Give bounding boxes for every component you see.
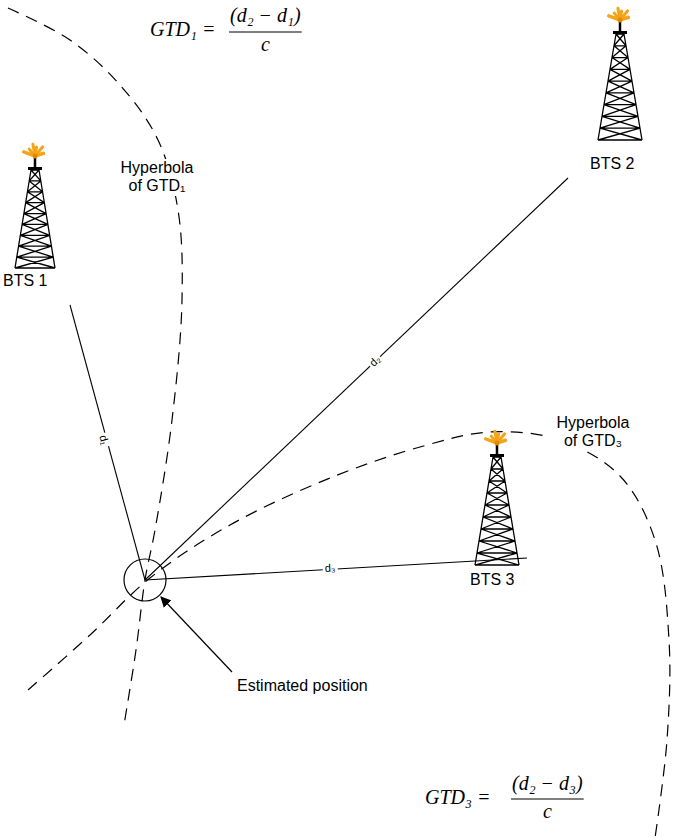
- formula-denominator: c: [261, 33, 270, 56]
- hyperbolas: [8, 8, 670, 838]
- formula-term: GTD₃ =: [425, 786, 490, 809]
- formula-denominator: c: [543, 800, 552, 823]
- distance-line: [145, 178, 568, 580]
- formula-term: GTD₁ =: [150, 18, 215, 41]
- fraction-bar: [511, 798, 584, 799]
- tower-label: BTS 2: [590, 155, 634, 173]
- distance-lines: [70, 178, 568, 580]
- bts-tower: [598, 8, 642, 140]
- fraction-bar: [229, 31, 302, 32]
- distance-line: [145, 558, 527, 580]
- distance-label: d₁: [96, 432, 112, 449]
- bts-tower: [15, 144, 55, 268]
- distance-line: [70, 305, 145, 580]
- position-circle: [124, 559, 166, 601]
- distance-label: d₃: [322, 561, 337, 574]
- tower-label: BTS 3: [470, 571, 514, 589]
- tower-label: BTS 1: [3, 272, 47, 290]
- formula-numerator: (d₂ − d₃): [512, 772, 583, 795]
- bts-tower: [475, 431, 519, 565]
- hyperbola-label: Hyperbola of GTD₁: [112, 159, 202, 196]
- hyperbola-curve: [28, 432, 670, 838]
- formula-numerator: (d₂ − d₁): [230, 4, 301, 27]
- hyperbola-label: Hyperbola of GTD₃: [548, 414, 638, 451]
- pointer-arrow: [161, 597, 232, 672]
- position-label: Estimated position: [237, 677, 368, 695]
- hyperbola-curve: [8, 8, 182, 725]
